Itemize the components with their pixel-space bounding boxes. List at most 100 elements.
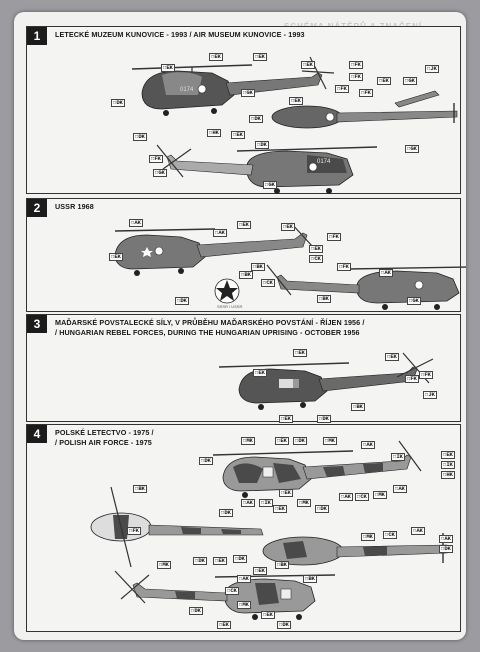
decal-callout: FK (349, 61, 363, 69)
red-star-insignia (214, 278, 240, 304)
decal-callout: JK (425, 65, 439, 73)
decal-callout: CK (383, 531, 397, 539)
decal-callout: EK (273, 505, 287, 513)
helicopter-side-view (114, 570, 336, 620)
decal-callout: CK (225, 587, 239, 595)
decal-callout: GK (153, 169, 167, 177)
decal-callout: GK (403, 77, 417, 85)
decal-callout: DK (249, 115, 263, 123)
panel-subtitle: / POLISH AIR FORCE - 1975 (55, 438, 152, 447)
decal-callout: EK (237, 221, 251, 229)
star-caption: SSSR / USSR (217, 304, 243, 309)
decal-callout: DK (315, 505, 329, 513)
decal-callout: AK (411, 527, 425, 535)
panel-4: 4 POLSKÉ LETECTVO - 1975 / / POLISH AIR … (26, 424, 461, 632)
helicopter-side-view (114, 222, 314, 276)
helicopter-drawings (218, 352, 434, 410)
decal-callout: BK (317, 295, 331, 303)
decal-callout: IK (391, 453, 405, 461)
panel-1: 1 LETECKÉ MUZEUM KUNOVICE - 1993 / AIR M… (26, 26, 461, 194)
decal-callout: GK (407, 297, 421, 305)
helicopter-top-view (262, 533, 448, 566)
helicopter-top-view (271, 103, 458, 129)
panel-2: 2 USSR 1968 (26, 198, 466, 312)
decal-callout: EK (289, 97, 303, 105)
decal-callout: EK (281, 223, 295, 231)
decal-callout: FK (149, 155, 163, 163)
decal-callout: EK (253, 53, 267, 61)
decal-callout: BK (275, 561, 289, 569)
rotor-blade (394, 90, 440, 108)
decal-callout: EK (209, 53, 223, 61)
decal-callout: EK (261, 611, 275, 619)
decal-callout: MK (237, 601, 251, 609)
decal-callout: EK (253, 369, 267, 377)
decal-callout: GK (263, 181, 277, 189)
helicopter-side-view (212, 440, 422, 498)
decal-callout: DK (439, 545, 453, 553)
decal-callout: MK (323, 437, 337, 445)
decal-callout: DK (175, 297, 189, 305)
decal-callout: FK (349, 73, 363, 81)
decal-callout: DK (317, 415, 331, 423)
decal-callout: IK (259, 499, 273, 507)
decal-callout: AK (393, 485, 407, 493)
panel-title: POLSKÉ LETECTVO - 1975 / (55, 428, 154, 437)
decal-callout: FK (337, 263, 351, 271)
decal-callout: BK (351, 403, 365, 411)
decal-callout: FK (419, 371, 433, 379)
decal-callout: AK (379, 269, 393, 277)
decal-callout: AK (361, 441, 375, 449)
decal-callout: MK (373, 491, 387, 499)
decal-callout: DK (193, 557, 207, 565)
panel-number: 4 (27, 425, 47, 443)
decal-callout: BK (251, 263, 265, 271)
decal-callout: EK (231, 131, 245, 139)
decal-callout: EK (213, 557, 227, 565)
decal-callout: DK (293, 437, 307, 445)
decal-callout: FK (127, 527, 141, 535)
panel-number: 1 (27, 27, 47, 45)
decal-callout: EK (441, 451, 455, 459)
panel-title: MAĎARSKÉ POVSTALECKÉ SÍLY, V PRŮBĚHU MAĎ… (55, 318, 365, 327)
decal-callout: EK (161, 64, 175, 72)
decal-callout: CK (261, 279, 275, 287)
decal-callout: HK (207, 129, 221, 137)
decal-callout: AK (439, 535, 453, 543)
decal-callout: DK (219, 509, 233, 517)
decal-callout: BK (133, 485, 147, 493)
decal-callout: EK (301, 61, 315, 69)
decal-callout: EK (253, 567, 267, 575)
decal-callout: EK (217, 621, 231, 629)
panel-3: 3 MAĎARSKÉ POVSTALECKÉ SÍLY, V PRŮBĚHU M… (26, 314, 461, 423)
panel-subtitle: / HUNGARIAN REBEL FORCES, DURING THE HUN… (55, 328, 360, 337)
helicopter-side-view (266, 264, 466, 310)
panel-number: 3 (27, 315, 47, 333)
svg-text:0174: 0174 (180, 87, 194, 93)
decal-callout: EK (109, 253, 123, 261)
decal-callout: EK (377, 77, 391, 85)
helicopter-drawings (114, 222, 466, 310)
decal-callout: EK (275, 437, 289, 445)
decal-callout: FK (405, 375, 419, 383)
decal-callout: AK (339, 493, 353, 501)
decal-callout: CK (355, 493, 369, 501)
decal-callout: AK (129, 219, 143, 227)
decal-callout: DK (189, 607, 203, 615)
decal-callout: FK (327, 233, 341, 241)
decal-callout: AK (213, 229, 227, 237)
decal-callout: AK (237, 575, 251, 583)
decal-callout: HK (441, 471, 455, 479)
decal-callout: GK (405, 145, 419, 153)
decal-callout: BK (303, 575, 317, 583)
helicopter-drawings (90, 440, 448, 620)
panel-title: USSR 1968 (55, 202, 94, 211)
decal-callout: MK (157, 561, 171, 569)
decal-callout: DK (133, 133, 147, 141)
decal-callout: JK (423, 391, 437, 399)
decal-callout: BK (239, 271, 253, 279)
panel-number: 2 (27, 199, 47, 217)
decal-callout: EK (279, 489, 293, 497)
decal-callout: EK (279, 415, 293, 423)
decal-callout: DK (233, 555, 247, 563)
